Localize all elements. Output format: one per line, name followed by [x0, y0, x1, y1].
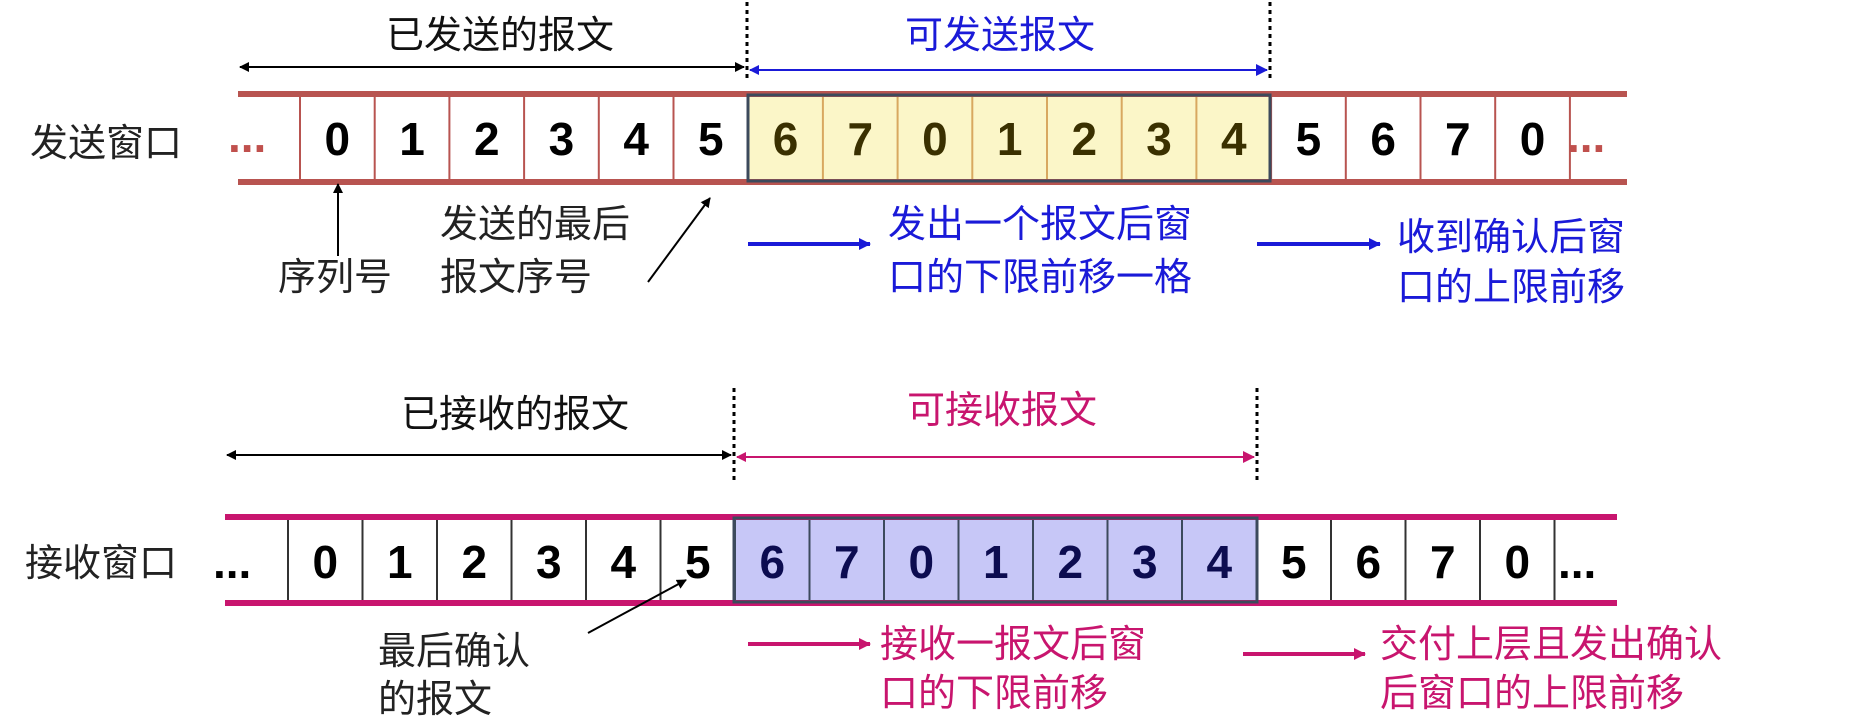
received-messages-label: 已接收的报文 — [401, 392, 629, 436]
send-seq-cell: 4 — [1221, 113, 1247, 165]
recv-upper-bound-move-line2: 后窗口的上限前移 — [1380, 671, 1684, 715]
send-seq-cell: 1 — [399, 113, 425, 165]
receivable-messages-label: 可接收报文 — [907, 388, 1097, 432]
recv-seq-cell: 6 — [1355, 536, 1381, 588]
send-seq-cell: 3 — [549, 113, 575, 165]
recv-upper-bound-move-line1: 交付上层且发出确认 — [1380, 622, 1722, 666]
recv-seq-cell: 1 — [983, 536, 1009, 588]
recv-seq-cell: 6 — [759, 536, 785, 588]
send-window-border — [746, 93, 1272, 183]
send-seq-cell: 7 — [1445, 113, 1471, 165]
last-ack-label-line2: 的报文 — [378, 677, 492, 719]
send-seq-cell: 6 — [773, 113, 799, 165]
recv-lower-bound-move-line2: 口的下限前移 — [880, 671, 1108, 715]
send-seq-cell: 2 — [1072, 113, 1098, 165]
recv-seq-cell: 0 — [908, 536, 934, 588]
last-sent-label-line2: 报文序号 — [440, 255, 592, 299]
recv-window-border — [732, 516, 1259, 604]
recv-lower-bound-move-line1: 接收一报文后窗 — [880, 622, 1146, 666]
send-ellipsis-left: ... — [228, 110, 266, 162]
recv-seq-cell: 0 — [312, 536, 338, 588]
recv-ellipsis-right: ... — [1558, 536, 1596, 588]
recv-seq-cell: 7 — [1430, 536, 1456, 588]
recv-window-row-label: 接收窗口 — [25, 541, 177, 585]
recv-seq-cell: 5 — [685, 536, 711, 588]
upper-bound-move-line1: 收到确认后窗 — [1397, 215, 1625, 259]
send-seq-cell: 4 — [623, 113, 649, 165]
recv-window-highlight — [734, 520, 1257, 600]
last-ack-arrow — [587, 579, 687, 634]
recv-seq-cell: 0 — [1504, 536, 1530, 588]
sent-messages-label: 已发送的报文 — [386, 13, 614, 57]
last-ack-label-line1: 最后确认 — [378, 629, 530, 673]
recv-seq-cell: 5 — [1281, 536, 1307, 588]
send-window-row-label: 发送窗口 — [30, 121, 182, 165]
recv-seq-cell: 1 — [387, 536, 413, 588]
last-sent-arrow — [647, 197, 711, 283]
recv-seq-cell: 3 — [536, 536, 562, 588]
lower-bound-move-line2: 口的下限前移一格 — [888, 255, 1192, 299]
recv-seq-cell: 4 — [610, 536, 636, 588]
recv-seq-cell: 2 — [1057, 536, 1083, 588]
send-seq-cell: 5 — [698, 113, 724, 165]
send-seq-cell: 3 — [1146, 113, 1172, 165]
send-seq-cell: 2 — [474, 113, 500, 165]
send-seq-cell: 7 — [847, 113, 873, 165]
recv-seq-cell: 4 — [1206, 536, 1232, 588]
send-seq-cell: 0 — [922, 113, 948, 165]
lower-bound-move-line1: 发出一个报文后窗 — [888, 202, 1192, 246]
send-window-highlight — [748, 97, 1270, 179]
send-seq-cell: 1 — [997, 113, 1023, 165]
send-seq-cell: 0 — [1520, 113, 1546, 165]
send-seq-cell: 0 — [325, 113, 351, 165]
upper-bound-move-line2: 口的上限前移 — [1397, 265, 1625, 309]
send-seq-cell: 6 — [1370, 113, 1396, 165]
recv-ellipsis-left: ... — [213, 536, 251, 588]
sendable-messages-label: 可发送报文 — [905, 13, 1095, 57]
last-sent-label-line1: 发送的最后 — [440, 202, 630, 246]
send-seq-cell: 5 — [1296, 113, 1322, 165]
send-ellipsis-right: ... — [1567, 110, 1605, 162]
recv-seq-cell: 2 — [461, 536, 487, 588]
recv-seq-cell: 3 — [1132, 536, 1158, 588]
seq-number-label: 序列号 — [278, 255, 392, 299]
recv-seq-cell: 7 — [834, 536, 860, 588]
